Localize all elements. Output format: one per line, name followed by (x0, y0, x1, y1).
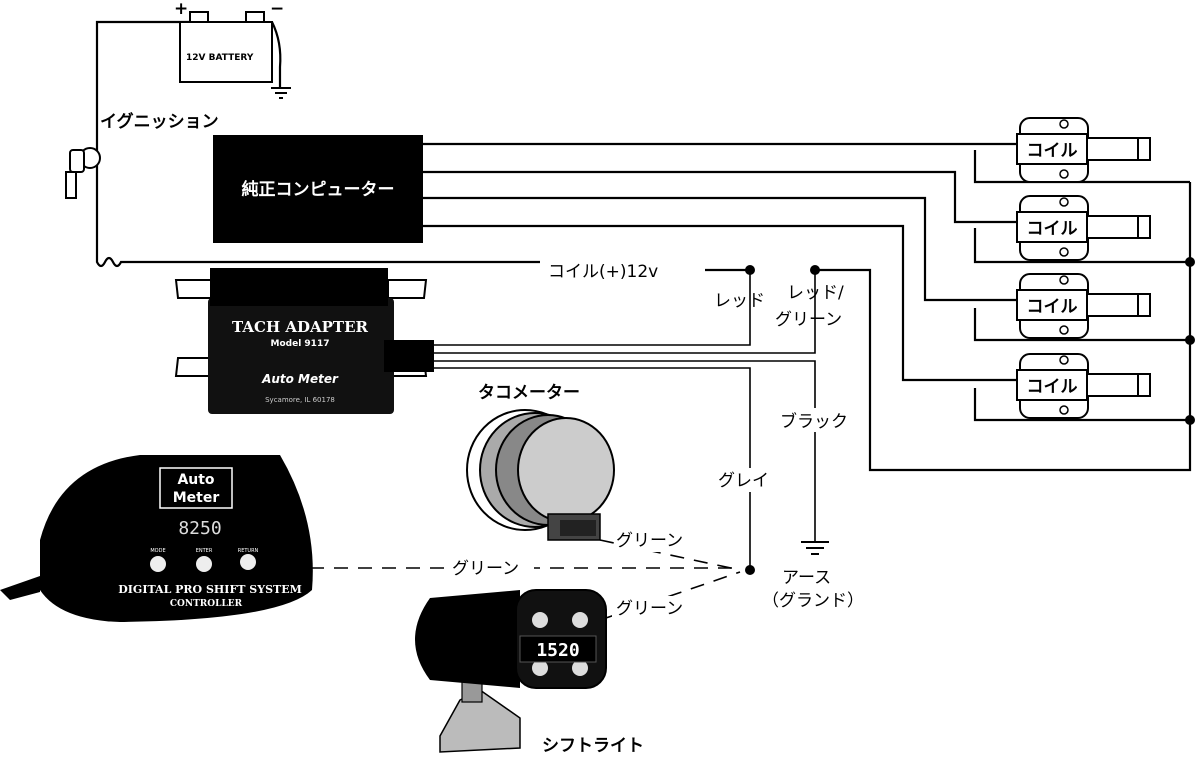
controller-brand-2: Meter (173, 490, 220, 506)
coil-4: コイル (1016, 353, 1151, 419)
junction-dot (810, 265, 820, 275)
coil-3: コイル (1016, 273, 1151, 339)
coil-label: コイル (1027, 219, 1078, 239)
battery-label: 12V BATTERY (186, 53, 254, 63)
return-button[interactable] (240, 554, 256, 570)
battery-positive-wire (95, 20, 196, 150)
red-green-wire-label-2: グリーン (775, 310, 842, 330)
shift-light-green-label: グリーン (616, 599, 683, 619)
coil-1-loop (973, 150, 1190, 184)
junction-dot (1185, 335, 1195, 345)
battery: + − 12V BATTERY (174, 0, 284, 83)
battery-minus-label: − (270, 0, 284, 19)
red-green-wire (430, 270, 816, 354)
controller-display: 8250 (178, 518, 221, 539)
coil-label: コイル (1027, 377, 1078, 397)
ignition-wire (95, 150, 540, 268)
controller-green-label: グリーン (452, 559, 519, 579)
controller-cable (0, 576, 40, 600)
red-wire-label: レッド (714, 291, 765, 311)
coil-3-loop (973, 308, 1190, 342)
tach-adapter-model: Model 9117 (271, 339, 330, 349)
red-green-wire-label-1: レッド/ (787, 283, 844, 303)
ground-label-2: （グランド） (762, 591, 864, 611)
coil-2: コイル (1016, 195, 1151, 261)
controller-brand-1: Auto (177, 472, 214, 488)
controller-return-label: RETURN (238, 548, 259, 554)
ecu-coil-2-wire (423, 170, 1020, 224)
red-green-coil-wire (815, 268, 1192, 472)
black-wire (430, 360, 816, 542)
ecu-box: 純正コンピューター (213, 135, 423, 243)
ecu-label: 純正コンピューター (242, 179, 395, 200)
black-wire-label: ブラック (780, 411, 848, 432)
wiring (95, 20, 1192, 621)
ignition-key-icon (65, 147, 101, 199)
ground-label-1: アース (782, 568, 831, 588)
junction-dot (1185, 257, 1195, 267)
coil-label: コイル (1027, 297, 1078, 317)
enter-button[interactable] (196, 556, 212, 572)
controller-mode-label: MODE (150, 548, 165, 554)
red-wire (430, 270, 751, 346)
controller-name-1: DIGITAL PRO SHIFT SYSTEM (118, 583, 302, 596)
tach-green-label: グリーン (616, 531, 683, 551)
ecu-coil-3-wire (423, 196, 1020, 302)
coil-label: コイル (1027, 141, 1078, 161)
ecu-coil-4-wire (423, 224, 1020, 382)
coil-2-loop (973, 228, 1190, 264)
tach-adapter-address: Sycamore, IL 60178 (265, 396, 335, 404)
tach-adapter-title: TACH ADAPTER (232, 318, 368, 336)
tachometer-label: タコメーター (478, 383, 580, 403)
tach-adapter: TACH ADAPTER Model 9117 Auto Meter Sycam… (174, 268, 434, 414)
shift-light-display: 1520 (536, 640, 579, 661)
gray-wire (430, 367, 751, 570)
ground-icon (801, 541, 829, 555)
tachometer-gauge (466, 409, 615, 541)
battery-plus-label: + (174, 0, 188, 19)
junction-dot (745, 265, 755, 275)
battery-ground-wire (271, 21, 282, 87)
controller-name-2: CONTROLLER (170, 599, 243, 609)
shift-light-label: シフトライト (542, 736, 644, 756)
shift-light: 1520 (415, 589, 607, 753)
junction-dot (1185, 415, 1195, 425)
coil-1: コイル (1016, 117, 1151, 183)
controller-enter-label: ENTER (196, 548, 213, 554)
battery-ground-icon (271, 87, 291, 99)
coil-4-loop (973, 388, 1190, 422)
mode-button[interactable] (150, 556, 166, 572)
junction-dot (745, 565, 755, 575)
coil-plus-label: コイル(+)12v (548, 262, 658, 282)
junctions (745, 257, 1195, 575)
ignition-label: イグニッション (100, 111, 219, 132)
gray-wire-label: グレイ (718, 471, 769, 491)
tach-adapter-brand: Auto Meter (261, 372, 339, 386)
shift-controller: Auto Meter 8250 MODE ENTER RETURN DIGITA… (0, 455, 313, 622)
